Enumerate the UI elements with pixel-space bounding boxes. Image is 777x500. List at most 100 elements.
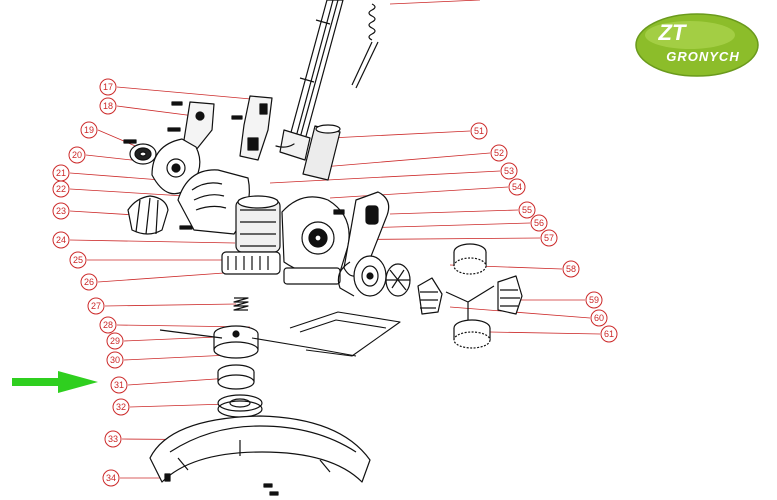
part-number-label: 20 <box>72 150 82 160</box>
callout-51: 51 <box>470 122 488 140</box>
drive-spring <box>233 297 249 311</box>
callout-27: 27 <box>87 297 105 315</box>
callout-57: 57 <box>540 229 558 247</box>
part-number-label: 61 <box>604 329 614 339</box>
callout-circle <box>590 309 608 327</box>
callout-22: 22 <box>52 180 70 198</box>
callout-29: 29 <box>106 332 124 350</box>
callout-61: 61 <box>600 325 618 343</box>
part-number-label: 30 <box>110 355 120 365</box>
callout-circle <box>110 376 128 394</box>
callout-56: 56 <box>530 214 548 232</box>
motor-base <box>221 251 281 275</box>
callout-circle <box>540 229 558 247</box>
callout-circle <box>102 469 120 487</box>
part-number-label: 54 <box>512 182 522 192</box>
callout-32: 32 <box>112 398 130 416</box>
callout-18: 18 <box>99 97 117 115</box>
part-number-label: 26 <box>84 277 94 287</box>
part-number-label: 51 <box>474 126 484 136</box>
spool-ring <box>217 364 255 390</box>
brand-logo: ZT GRONYCH <box>635 13 759 77</box>
callout-28: 28 <box>99 316 117 334</box>
logo-mark: ZT <box>658 20 687 45</box>
small-spring <box>275 143 295 148</box>
logo-brand: GRONYCH <box>666 49 739 64</box>
callout-circle <box>508 178 526 196</box>
callout-circle <box>80 273 98 291</box>
bearing-cap <box>129 143 157 165</box>
callout-59: 59 <box>585 291 603 309</box>
part-number-label: 52 <box>494 148 504 158</box>
wire-bracket <box>445 285 495 322</box>
handle-bracket <box>239 95 273 161</box>
callout-25: 25 <box>69 251 87 269</box>
part-number-label: 32 <box>116 402 126 412</box>
callout-24: 24 <box>52 231 70 249</box>
callout-circle <box>530 214 548 232</box>
part-number-label: 53 <box>504 166 514 176</box>
part-number-label: 57 <box>544 233 554 243</box>
callout-circle <box>99 78 117 96</box>
leader-lines <box>69 0 601 479</box>
callout-33: 33 <box>104 430 122 448</box>
edging-wheel <box>337 255 387 297</box>
trigger <box>127 195 169 235</box>
callout-circle <box>470 122 488 140</box>
callout-23: 23 <box>52 202 70 220</box>
callout-58: 58 <box>562 260 580 278</box>
callout-31: 31 <box>110 376 128 394</box>
part-number-label: 28 <box>103 320 113 330</box>
left-housing <box>151 138 201 195</box>
callout-circle <box>104 430 122 448</box>
wire-guard <box>251 311 401 357</box>
callout-17: 17 <box>99 78 117 96</box>
callout-55: 55 <box>518 201 536 219</box>
callout-54: 54 <box>508 178 526 196</box>
gearbox-cover <box>281 196 350 285</box>
callout-circle <box>52 231 70 249</box>
callout-30: 30 <box>106 351 124 369</box>
callout-34: 34 <box>102 469 120 487</box>
half-shells <box>417 275 523 315</box>
part-number-label: 17 <box>103 82 113 92</box>
part-number-label: 31 <box>114 380 124 390</box>
callout-circle <box>87 297 105 315</box>
callout-circle <box>490 144 508 162</box>
callout-circle <box>600 325 618 343</box>
roller-top <box>453 243 487 275</box>
spool-cap <box>217 394 263 418</box>
fan-disk <box>385 263 411 297</box>
shaft-sleeve <box>302 124 341 181</box>
part-number-label: 22 <box>56 184 66 194</box>
pointer-arrow <box>12 371 98 393</box>
part-number-label: 58 <box>566 264 576 274</box>
part-number-label: 33 <box>108 434 118 444</box>
part-number-label: 23 <box>56 206 66 216</box>
callout-circle <box>68 146 86 164</box>
safety-guard <box>149 415 371 483</box>
part-number-label: 27 <box>91 301 101 311</box>
part-number-label: 34 <box>106 473 116 483</box>
callout-19: 19 <box>80 121 98 139</box>
part-number-label: 59 <box>589 295 599 305</box>
callout-20: 20 <box>68 146 86 164</box>
callout-circle <box>518 201 536 219</box>
callout-circle <box>500 162 518 180</box>
exploded-parts <box>123 0 523 496</box>
callout-circle <box>69 251 87 269</box>
callout-53: 53 <box>500 162 518 180</box>
callout-circle <box>106 332 124 350</box>
part-number-label: 29 <box>110 336 120 346</box>
part-callouts: 1718192021222324252627282930313233345152… <box>52 78 618 487</box>
callout-circle <box>562 260 580 278</box>
spool <box>159 325 259 359</box>
callout-60: 60 <box>590 309 608 327</box>
callout-circle <box>80 121 98 139</box>
part-number-label: 24 <box>56 235 66 245</box>
callout-circle <box>112 398 130 416</box>
callout-circle <box>99 316 117 334</box>
part-number-label: 56 <box>534 218 544 228</box>
shaft-spring <box>351 3 379 89</box>
